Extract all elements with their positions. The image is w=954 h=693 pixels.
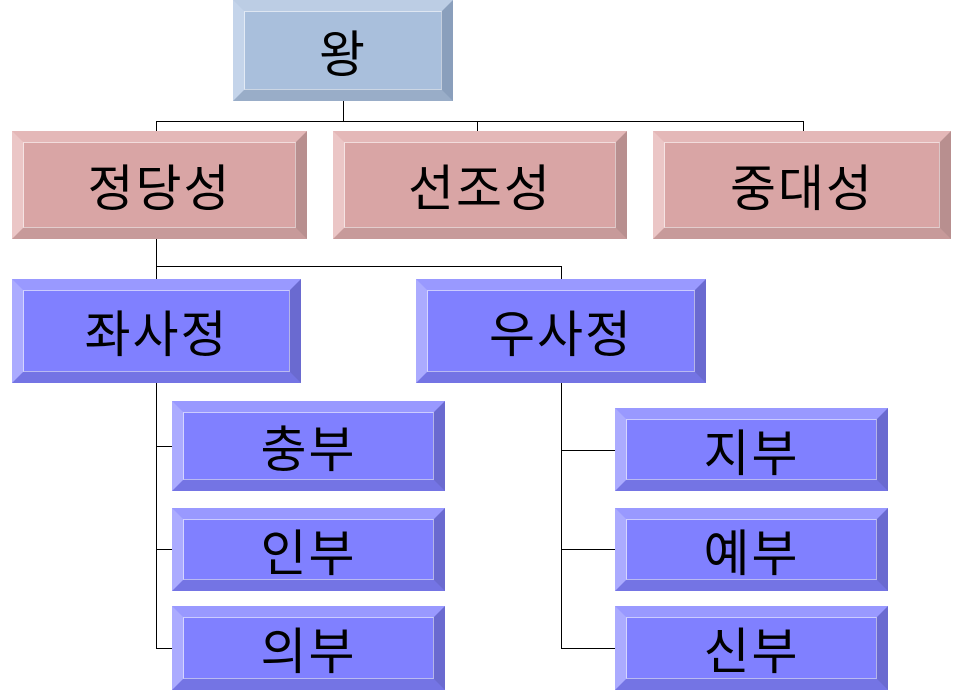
connector: [561, 648, 615, 649]
node-bureau: 충부: [172, 401, 445, 491]
connector: [156, 121, 804, 122]
node-label: 선조성: [408, 160, 552, 218]
connector: [156, 446, 172, 447]
node-label: 중대성: [730, 160, 874, 218]
node-king: 왕: [233, 0, 453, 101]
node-label: 의부: [260, 623, 357, 681]
node-label: 예부: [703, 524, 800, 583]
node-bureau: 인부: [172, 508, 445, 591]
connector: [477, 121, 478, 131]
connector: [156, 549, 172, 550]
node-label: 정당성: [87, 160, 232, 218]
node-label: 신부: [703, 623, 800, 681]
connector: [156, 648, 172, 649]
node-minister: 좌사정: [12, 279, 301, 383]
node-label: 지부: [703, 424, 800, 483]
connector: [343, 101, 344, 121]
node-label: 왕: [319, 25, 367, 84]
node-bureau: 예부: [615, 508, 888, 591]
node-label: 좌사정: [84, 306, 229, 364]
connector: [803, 121, 804, 131]
connector: [156, 121, 157, 131]
node-label: 충부: [260, 421, 357, 479]
node-department: 중대성: [653, 131, 951, 239]
connector: [156, 383, 157, 649]
connector: [561, 266, 562, 279]
node-label: 우사정: [489, 306, 633, 364]
node-label: 인부: [260, 524, 357, 583]
node-bureau: 의부: [172, 606, 445, 690]
connector: [156, 266, 562, 267]
connector: [561, 383, 562, 649]
node-bureau: 지부: [615, 408, 888, 491]
node-minister: 우사정: [416, 279, 706, 383]
node-bureau: 신부: [615, 606, 888, 690]
node-department: 선조성: [333, 131, 627, 239]
connector: [156, 239, 157, 279]
connector: [561, 549, 615, 550]
node-department: 정당성: [12, 131, 307, 239]
connector: [561, 450, 615, 451]
